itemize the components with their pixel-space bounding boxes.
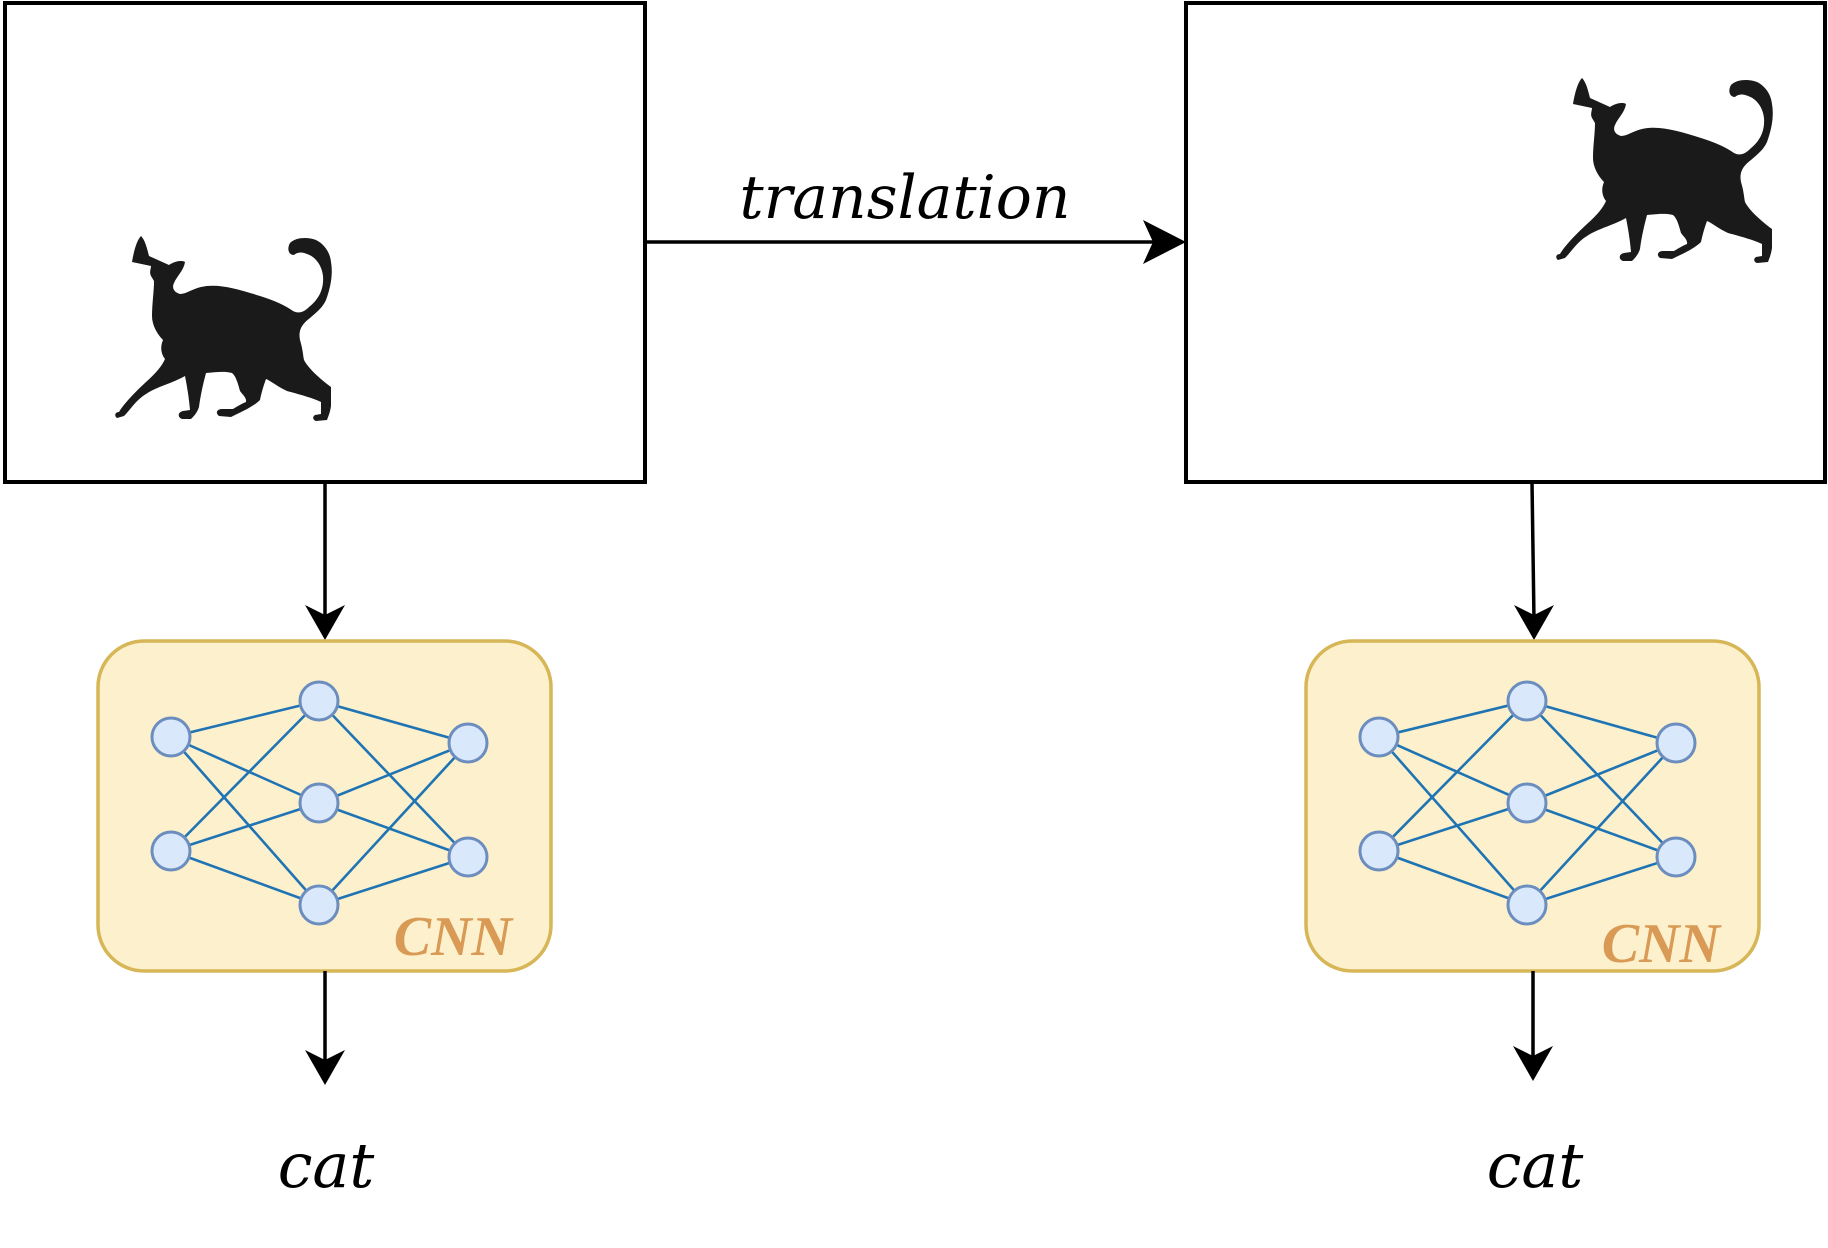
arrow-input-to-cnn-right [1514, 481, 1554, 640]
cnn-label: CNN [1602, 913, 1723, 975]
input-image-original [3, 1, 647, 484]
arrow-cnn-to-output-right [1513, 971, 1553, 1081]
cnn-block-right: CNN [1304, 639, 1761, 975]
cnn-label: CNN [394, 906, 515, 968]
arrow-cnn-to-output-left [305, 971, 345, 1085]
translation-arrow [645, 220, 1186, 264]
input-image-translated [1184, 1, 1827, 484]
translation-label: translation [739, 163, 1070, 233]
output-label-left: cat [278, 1129, 375, 1202]
cnn-block-left: CNN [96, 639, 553, 973]
arrow-input-to-cnn-left [305, 482, 345, 640]
output-label-right: cat [1487, 1129, 1584, 1202]
